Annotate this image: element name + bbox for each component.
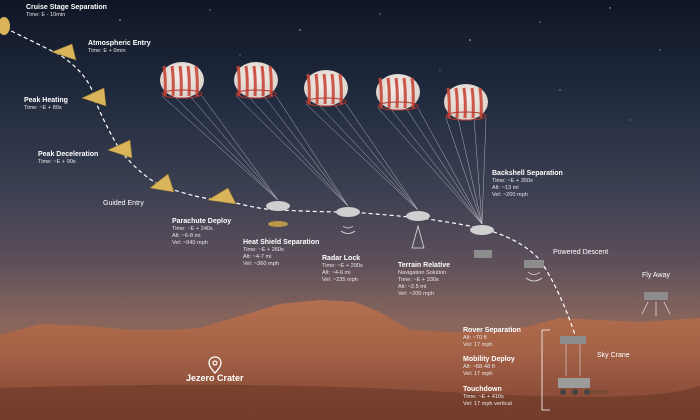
- trajectory-path: [4, 27, 576, 336]
- parachute-icon: [234, 62, 349, 207]
- capsule-icons: [51, 43, 237, 205]
- label-detail: Vel: ~235 mph: [322, 276, 358, 283]
- label-title: Fly Away: [642, 272, 670, 279]
- label-detail: Vel: ~360 mph: [243, 260, 279, 267]
- parachute-icon: [304, 70, 419, 211]
- label-detail: Alt: ~13 mi: [492, 185, 519, 192]
- label-detail: Time: ~E + 90s: [38, 159, 76, 166]
- label-title: Terrain Relative: [398, 262, 451, 269]
- label-detail: Vel: 17 mph vertical: [463, 401, 512, 408]
- label-detail: Alt: ~4-7 mi: [243, 254, 272, 261]
- label-title: Radar Lock: [322, 255, 361, 262]
- label-detail: Vel: ~200 mph: [398, 290, 434, 297]
- label-title: Touchdown: [463, 386, 502, 393]
- label-detail: Alt: ~6-8 mi: [172, 233, 201, 240]
- label-detail: Time: ~E + 80s: [24, 105, 62, 112]
- label-title: Powered Descent: [553, 249, 609, 256]
- parachute-icon: [444, 84, 488, 225]
- label-title: Atmospheric Entry: [88, 40, 151, 47]
- label-title: Cruise Stage Separation: [26, 4, 107, 11]
- label-title: Parachute Deploy: [172, 218, 232, 225]
- label-title: Heat Shield Separation: [243, 239, 320, 246]
- label-detail: Time: ~E + 410s: [463, 394, 504, 401]
- parachutes: [160, 62, 488, 225]
- label-detail: Time: ~E + 260s: [243, 247, 284, 254]
- label-detail: Time: ~E + 330s: [398, 277, 439, 284]
- label-detail: Time: ~E + 290s: [322, 263, 363, 270]
- label-detail: Vel: 17 mph: [463, 371, 493, 378]
- label-title: Guided Entry: [103, 200, 144, 207]
- label-detail: Alt: ~70 ft: [463, 335, 487, 342]
- label-detail: Time: ~E + 240s: [172, 226, 213, 233]
- label-detail: Vel: ~200 mph: [492, 191, 528, 198]
- label-detail: Time: E - 10min: [26, 12, 66, 19]
- label-title: Mobility Deploy: [463, 356, 515, 363]
- mars-terrain: [0, 300, 700, 420]
- label-title: Rover Separation: [463, 327, 521, 334]
- descent-vehicles: [266, 201, 671, 395]
- label-title: Peak Heating: [24, 97, 68, 104]
- cruise-stage-icon: [0, 17, 10, 35]
- stars: [119, 7, 661, 121]
- parachute-icon: [376, 74, 483, 225]
- label-detail: Vel: ~940 mph: [172, 239, 208, 246]
- label-detail: Vel: 17 mph: [463, 342, 493, 349]
- label-detail: Alt: ~4-6 mi: [322, 270, 351, 277]
- parachute-icon: [160, 62, 279, 201]
- label-powered: Powered Descent: [553, 249, 608, 257]
- label-flyaway: Fly Away: [642, 272, 670, 280]
- label-skycrane: Sky Crane: [597, 352, 630, 360]
- label-detail: Time: E + 0min: [88, 48, 126, 55]
- label-title: Backshell Separation: [492, 170, 563, 177]
- label-detail: Alt: ~2.5 mi: [398, 283, 427, 290]
- label-title: Peak Deceleration: [38, 151, 99, 158]
- label-detail: Alt: ~68-48 ft: [463, 364, 495, 371]
- label-detail: Time: ~E + 350s: [492, 178, 533, 185]
- label-detail: Navigation Solution: [398, 270, 447, 277]
- sky-crane-bracket: [541, 329, 550, 411]
- label-guided: Guided Entry: [103, 200, 144, 208]
- label-title: Sky Crane: [597, 352, 630, 359]
- location-pin-icon: [208, 356, 222, 374]
- crater-label: Jezero Crater: [186, 373, 244, 383]
